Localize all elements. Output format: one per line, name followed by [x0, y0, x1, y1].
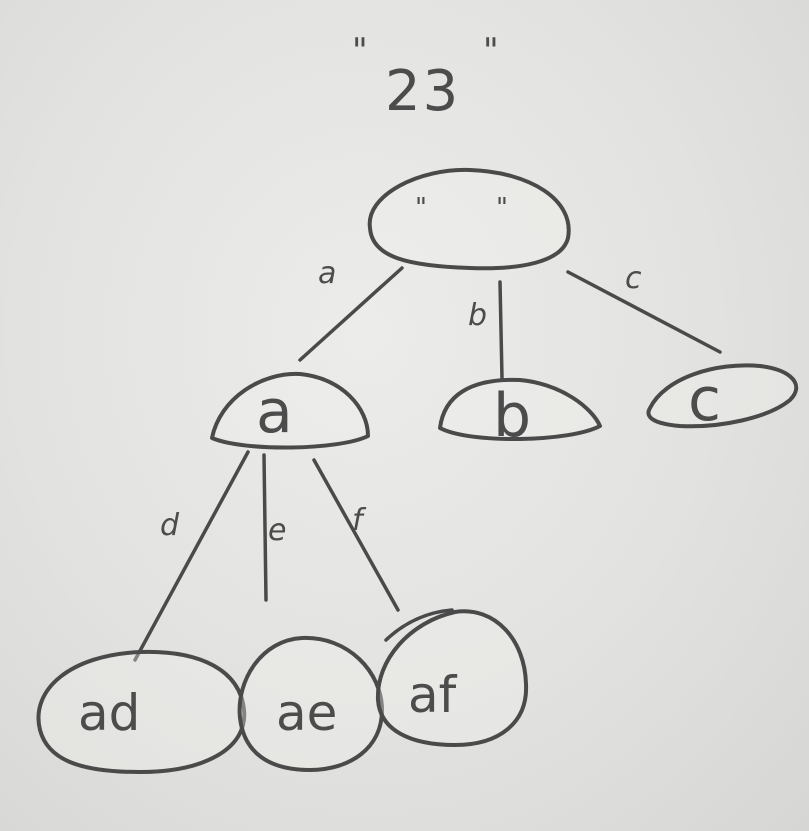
node-a [210, 371, 370, 450]
edge-label-d: d [160, 508, 180, 543]
edge-label-e: e [268, 513, 286, 548]
node-b-label: b [493, 381, 531, 451]
node-a-label: a [256, 377, 293, 447]
root-close-quote: " [496, 193, 508, 223]
edge-label-a: a [318, 256, 336, 291]
edge-label-b: b [468, 298, 487, 333]
root-open-quote: " [415, 193, 427, 223]
title-close-quote: " [483, 31, 499, 71]
node-af [375, 609, 529, 747]
root-node [367, 167, 571, 271]
node-ad [36, 649, 247, 774]
edge-root-a [298, 266, 404, 362]
edge-label-c: c [625, 261, 642, 296]
node-b [438, 377, 602, 442]
edge-label-f: f [352, 503, 367, 538]
edge-a-ae [262, 453, 268, 602]
edge-root-c [566, 270, 722, 354]
node-af-label: af [408, 666, 458, 724]
title-open-quote: " [352, 31, 368, 71]
node-c-label: c [688, 365, 721, 435]
title-text: 23 [385, 59, 460, 124]
node-ae-label: ae [276, 684, 337, 742]
edge-a-ad [133, 450, 250, 662]
edge-a-af [312, 458, 400, 612]
node-ae [237, 635, 384, 772]
node-ad-label: ad [78, 684, 140, 742]
node-c [646, 363, 798, 429]
node-af-mark [384, 608, 454, 642]
edge-root-b [498, 280, 504, 380]
